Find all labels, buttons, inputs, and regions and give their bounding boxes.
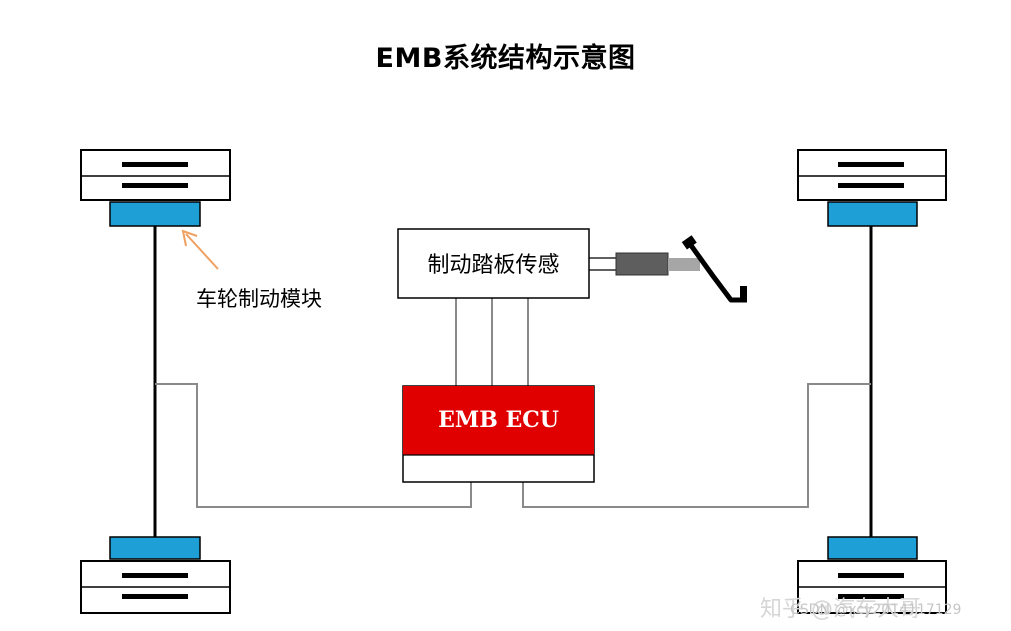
pedal-sensor-label: 制动踏板传感 — [427, 253, 559, 278]
brake-module-front-left — [109, 201, 201, 227]
ecu-right-wire — [522, 383, 871, 508]
wheel-front-left — [80, 149, 231, 201]
brake-module-front-right — [827, 201, 918, 227]
wheel-rear-left — [80, 560, 231, 614]
ecu-label: EMB ECU — [438, 407, 559, 433]
wheel-module-label: 车轮制动模块 — [196, 287, 322, 311]
wheel-front-right — [797, 149, 947, 201]
ecu-left-wire — [155, 383, 472, 508]
zhihu-watermark: 知乎 @汽车大哥 — [760, 597, 921, 622]
wheel-rear-right — [797, 560, 947, 614]
pedal-sensor-box — [397, 228, 590, 299]
brake-module-rear-left — [109, 536, 201, 560]
csdn-watermark: CSDN @xcy2014117129 — [790, 602, 961, 618]
wheel-module-pointer-arrow — [181, 229, 219, 270]
ecu-red-panel — [403, 386, 594, 455]
brake-pedal-icon — [615, 235, 747, 303]
diagram-title: EMB系统结构示意图 — [375, 43, 636, 74]
brake-module-rear-right — [827, 536, 918, 560]
